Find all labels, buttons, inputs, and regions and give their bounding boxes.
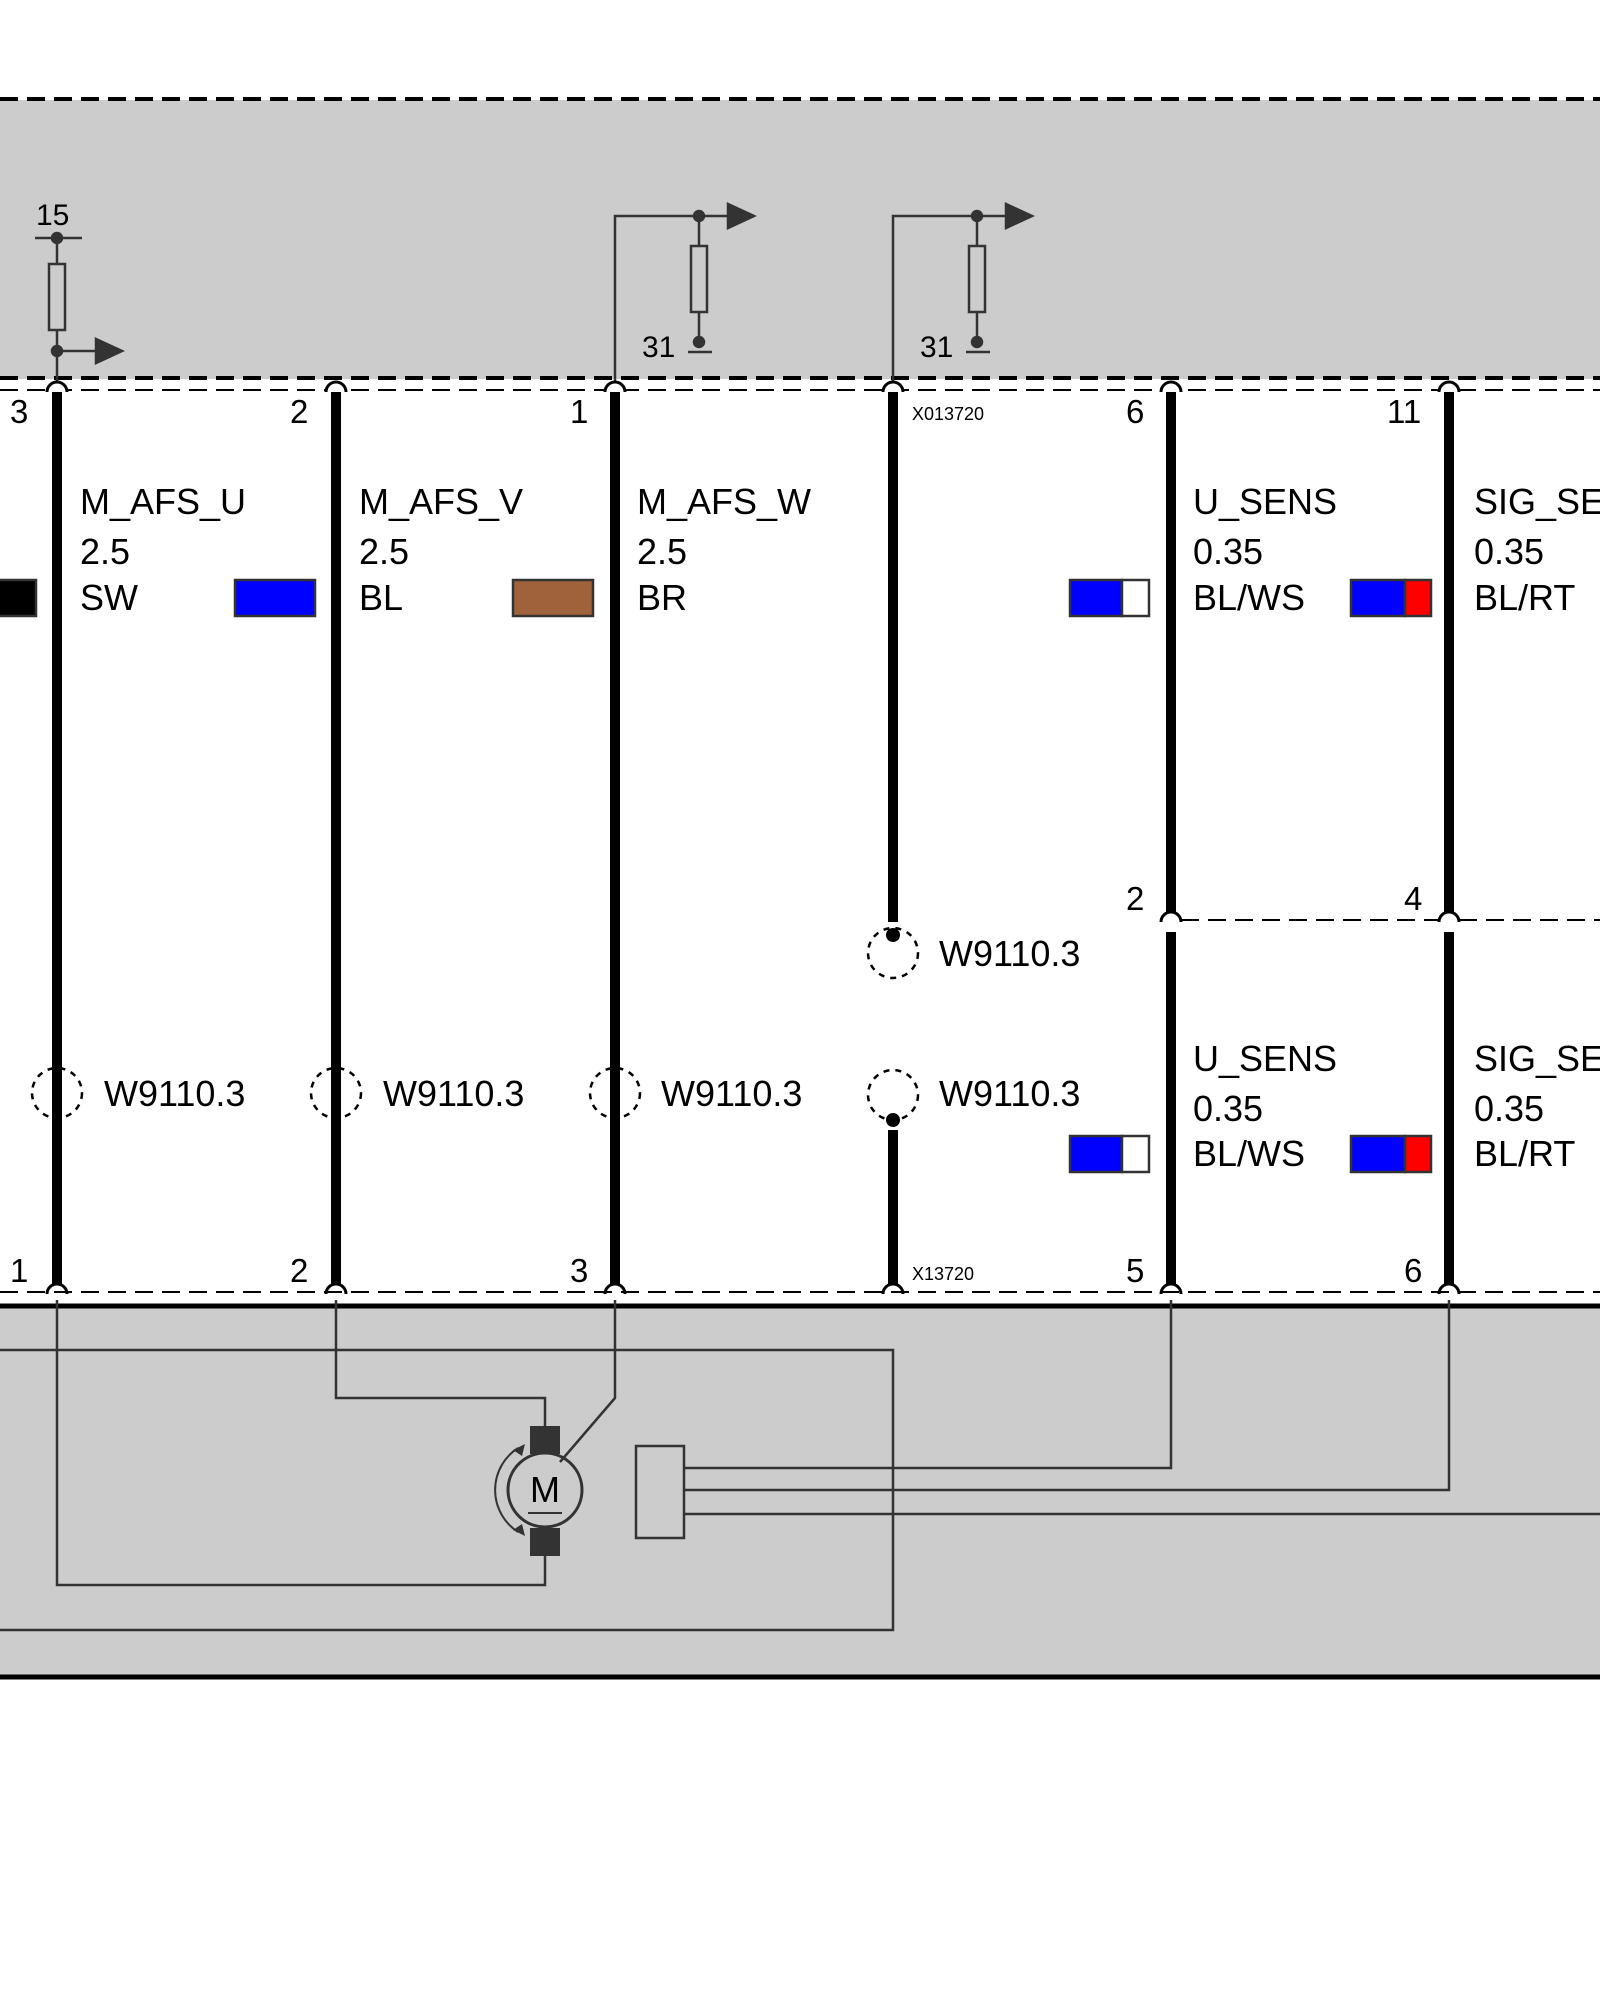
color-swatches-upper [0, 578, 1433, 618]
color-code-u-sens-upper: BL/WS [1193, 577, 1305, 618]
gauge-sig-se-lower: 0.35 [1474, 1088, 1544, 1129]
color-swatches-lower [1068, 1134, 1433, 1174]
splice-label-3: W9110.3 [661, 1073, 802, 1114]
signal-name-sig-se-lower: SIG_SE [1474, 1038, 1600, 1079]
splice-label-5: W9110.3 [939, 1073, 1080, 1114]
gauge-m-afs-u: 2.5 [80, 531, 130, 572]
splice-dot-lower [886, 1113, 900, 1127]
gauge-u-sens-lower: 0.35 [1193, 1088, 1263, 1129]
swatch-sw [0, 578, 38, 618]
splice-label-1: W9110.3 [104, 1073, 245, 1114]
top-pin-2: 2 [290, 393, 308, 430]
signal-name-u-sens-upper: U_SENS [1193, 481, 1337, 522]
actuator-internal-wiring [0, 1300, 1600, 1632]
signal-name-sig-se-upper: SIG_SE [1474, 481, 1600, 522]
splice-circle-4 [866, 926, 920, 980]
upper-module-box [0, 100, 1600, 379]
supply-terminal-15 [35, 231, 125, 390]
ground-network-1 [613, 202, 757, 384]
terminal-15-label: 15 [36, 199, 69, 232]
connector-top-code: X013720 [912, 404, 984, 424]
splice-dot-upper [886, 928, 900, 942]
lower-module-box [0, 1307, 1600, 1677]
bottom-pin-5: 6 [1404, 1252, 1422, 1289]
bottom-pin-2: 2 [290, 1252, 308, 1289]
mid-pin-2: 4 [1404, 880, 1422, 917]
signal-name-m-afs-w: M_AFS_W [637, 481, 811, 522]
connector-bottom-code: X13720 [912, 1264, 974, 1284]
splice-label-4: W9110.3 [939, 933, 1080, 974]
wire-label-sig-se-lower: SIG_SE 0.35 BL/RT [1474, 1038, 1600, 1174]
mid-pin-1: 2 [1126, 880, 1144, 917]
swatch-br [511, 578, 595, 618]
wire-label-u-sens-lower: U_SENS 0.35 BL/WS [1193, 1038, 1337, 1174]
top-pin-5: 11 [1387, 393, 1421, 430]
top-pin-3: 1 [570, 393, 588, 430]
swatch-bl-ws-upper-white [1120, 578, 1151, 618]
swatch-bl-rt-upper-blue [1349, 578, 1407, 618]
bottom-pin-4: 5 [1126, 1252, 1144, 1289]
signal-name-m-afs-u: M_AFS_U [80, 481, 246, 522]
gauge-u-sens-upper: 0.35 [1193, 531, 1263, 572]
top-pin-1: 3 [10, 393, 28, 430]
swatch-bl-rt-lower-red [1403, 1134, 1433, 1174]
wire-label-m-afs-w: M_AFS_W 2.5 BR [637, 481, 811, 618]
ground-31-label-1: 31 [642, 331, 675, 364]
swatch-bl-rt-lower-blue [1349, 1134, 1407, 1174]
bottom-pin-1: 1 [10, 1252, 28, 1289]
swatch-bl-ws-lower-blue [1068, 1134, 1124, 1174]
color-code-sig-se-lower: BL/RT [1474, 1133, 1575, 1174]
color-code-m-afs-v: BL [359, 577, 403, 618]
wire-label-m-afs-u: M_AFS_U 2.5 SW [80, 481, 246, 618]
gauge-m-afs-v: 2.5 [359, 531, 409, 572]
top-pin-4: 6 [1126, 393, 1144, 430]
wire-label-sig-se-upper: SIG_SE 0.35 BL/RT [1474, 481, 1600, 618]
color-code-m-afs-u: SW [80, 577, 138, 618]
ground-network-2 [891, 202, 1035, 384]
splice-circle-2 [309, 1066, 363, 1120]
swatch-bl-rt-upper-red [1403, 578, 1433, 618]
motor-m-label: M [530, 1469, 560, 1510]
wire-label-u-sens-upper: U_SENS 0.35 BL/WS [1193, 481, 1337, 618]
gauge-m-afs-w: 2.5 [637, 531, 687, 572]
ground-31-label-2: 31 [920, 331, 953, 364]
swatch-bl-ws-lower-white [1120, 1134, 1151, 1174]
color-code-u-sens-lower: BL/WS [1193, 1133, 1305, 1174]
wire-label-m-afs-v: M_AFS_V 2.5 BL [359, 481, 523, 618]
signal-name-u-sens-lower: U_SENS [1193, 1038, 1337, 1079]
swatch-bl-ws-upper-blue [1068, 578, 1124, 618]
swatch-bl [233, 578, 317, 618]
splice-circle-3 [588, 1066, 642, 1120]
gauge-sig-se-upper: 0.35 [1474, 531, 1544, 572]
position-sensor-block [634, 1444, 686, 1540]
splice-circle-5 [866, 1068, 920, 1122]
bottom-pin-3: 3 [570, 1252, 588, 1289]
color-code-m-afs-w: BR [637, 577, 687, 618]
motor-symbol [494, 1426, 584, 1556]
splice-circle-1 [30, 1066, 84, 1120]
color-code-sig-se-upper: BL/RT [1474, 577, 1575, 618]
signal-name-m-afs-v: M_AFS_V [359, 481, 523, 522]
splice-label-2: W9110.3 [383, 1073, 524, 1114]
main-wires [52, 392, 1454, 1290]
